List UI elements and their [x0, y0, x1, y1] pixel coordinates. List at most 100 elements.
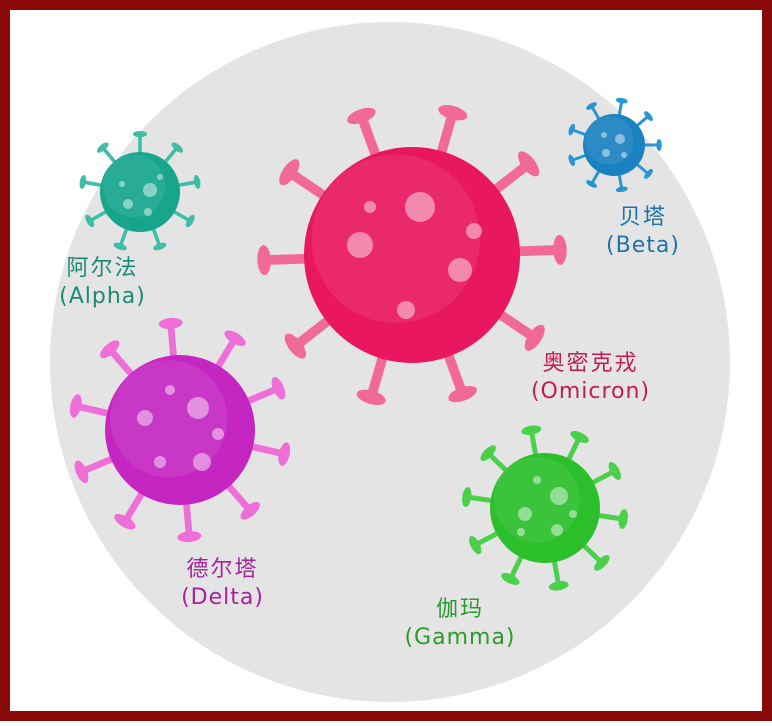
- alpha-label: 阿尔法 (Alpha): [45, 255, 160, 310]
- omicron-spike: [442, 347, 468, 399]
- delta-spike: [245, 442, 288, 458]
- delta-spike-cap: [240, 501, 260, 520]
- omicron-spike: [290, 314, 335, 351]
- delta-spike-cap: [158, 317, 183, 329]
- alpha-name-cn: 阿尔法: [66, 256, 139, 281]
- delta-name-en: (Delta): [181, 584, 264, 610]
- omicron-spike-cap: [524, 324, 545, 351]
- beta-dot: [615, 134, 625, 144]
- gamma-highlight: [493, 456, 580, 543]
- beta-spike-cap: [568, 154, 575, 167]
- delta-spike: [78, 454, 119, 476]
- omicron-spike: [435, 107, 458, 160]
- delta-spike-cap: [278, 442, 291, 466]
- gamma-spike: [507, 551, 526, 582]
- delta-highlight: [110, 360, 228, 478]
- gamma-spike: [464, 494, 497, 504]
- alpha-dot: [157, 174, 163, 180]
- gamma-dot: [550, 487, 568, 505]
- delta-body: [105, 355, 255, 505]
- delta-spike: [72, 402, 115, 418]
- alpha-dot: [143, 183, 157, 197]
- delta-spike: [167, 320, 178, 363]
- omicron-spike: [366, 350, 389, 403]
- beta-spike-cap: [644, 169, 653, 179]
- omicron-label: 奥密克戎 (Omicron): [508, 350, 673, 405]
- omicron-spike-cap: [448, 385, 477, 403]
- omicron-dot: [364, 201, 376, 213]
- omicron-spike: [493, 308, 540, 343]
- alpha-spike-cap: [185, 214, 195, 228]
- gamma-spike-cap: [501, 573, 520, 585]
- delta-dot: [165, 385, 175, 395]
- delta-spike-cap: [69, 394, 82, 418]
- gamma-dot: [551, 524, 563, 536]
- gamma-spike: [587, 468, 618, 487]
- gamma-spike-cap: [570, 431, 589, 443]
- omicron-virus: [257, 105, 567, 405]
- gamma-spike-cap: [608, 461, 621, 480]
- beta-body: [583, 114, 645, 176]
- gamma-dot: [533, 476, 541, 484]
- gamma-dot: [569, 510, 577, 518]
- omicron-spike-cap: [356, 389, 386, 405]
- delta-spike-cap: [74, 460, 89, 484]
- beta-spike-cap: [656, 139, 662, 151]
- gamma-dot: [518, 507, 532, 521]
- gamma-spike: [579, 540, 605, 566]
- gamma-spike-cap: [480, 445, 496, 461]
- alpha-virus: [79, 130, 201, 251]
- omicron-spike: [511, 244, 565, 257]
- beta-label: 贝塔 (Beta): [588, 204, 698, 259]
- alpha-spike-cap: [96, 142, 109, 153]
- omicron-spike-cap: [279, 159, 300, 186]
- delta-dot: [137, 410, 153, 426]
- gamma-name-cn: 伽玛: [435, 597, 484, 622]
- alpha-spike-cap: [79, 175, 87, 189]
- beta-spike-cap: [586, 102, 597, 110]
- delta-dot: [212, 428, 224, 440]
- omicron-spike-cap: [284, 333, 307, 359]
- delta-spike-cap: [271, 376, 286, 400]
- omicron-spike-cap: [347, 107, 376, 125]
- omicron-dot: [448, 258, 472, 282]
- beta-spike-cap: [586, 180, 597, 188]
- delta-spike: [106, 345, 137, 380]
- gamma-spike: [485, 450, 511, 476]
- beta-dot: [601, 132, 607, 138]
- omicron-name-cn: 奥密克戎: [542, 351, 639, 376]
- gamma-spike: [551, 555, 562, 589]
- gamma-spike-cap: [462, 487, 472, 507]
- omicron-spike: [489, 159, 534, 196]
- gamma-virus: [462, 425, 628, 591]
- omicron-spike: [284, 167, 331, 202]
- omicron-highlight: [311, 154, 481, 324]
- delta-spike: [182, 497, 193, 540]
- omicron-spike-cap: [517, 151, 540, 177]
- delta-label: 德尔塔 (Delta): [165, 556, 280, 611]
- gamma-spike-cap: [469, 536, 482, 555]
- gamma-body: [490, 453, 600, 563]
- gamma-name-en: (Gamma): [404, 624, 516, 650]
- omicron-name-en: (Omicron): [530, 378, 651, 404]
- gamma-spike-cap: [594, 555, 610, 571]
- delta-name-cn: 德尔塔: [186, 557, 259, 582]
- alpha-name-en: (Alpha): [59, 283, 146, 309]
- delta-spike: [223, 480, 254, 515]
- delta-spike-cap: [100, 340, 120, 359]
- alpha-spike-cap: [133, 130, 147, 138]
- alpha-body: [100, 152, 180, 232]
- gamma-spike: [528, 427, 539, 461]
- beta-dot: [602, 149, 610, 157]
- beta-dot: [621, 152, 627, 158]
- delta-dot: [154, 456, 166, 468]
- alpha-spike-cap: [171, 142, 184, 153]
- omicron-spike: [259, 253, 313, 266]
- omicron-dot: [397, 301, 415, 319]
- alpha-spike-cap: [85, 214, 95, 228]
- alpha-dot: [119, 181, 125, 187]
- beta-highlight: [585, 116, 634, 165]
- beta-spike-cap: [644, 111, 653, 121]
- gamma-spike-cap: [521, 425, 542, 435]
